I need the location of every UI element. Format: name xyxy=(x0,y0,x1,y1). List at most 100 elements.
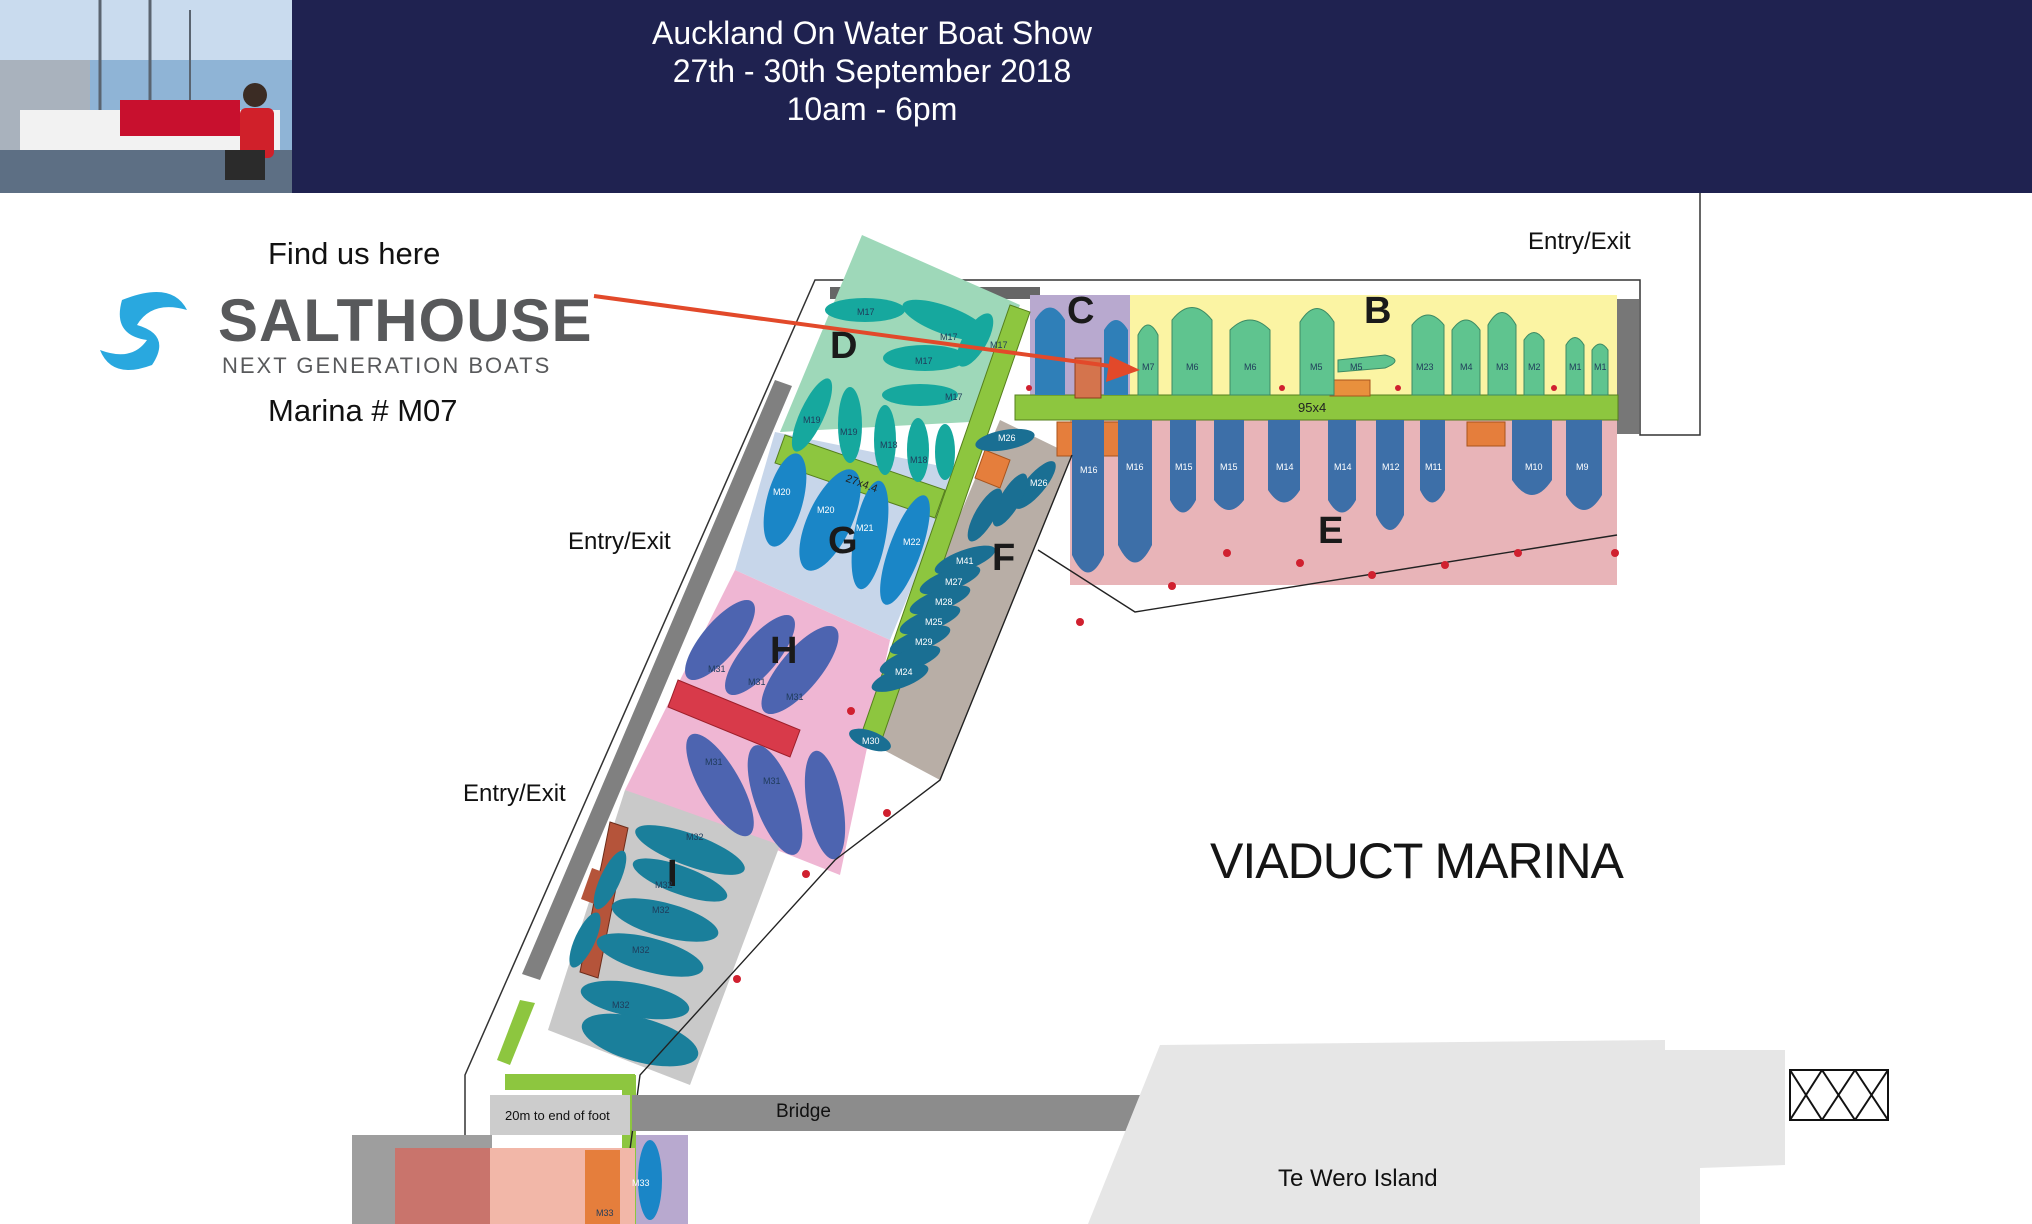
berth-label: M14 xyxy=(1334,462,1352,472)
section-f-label: F xyxy=(992,537,1016,579)
berth-label: M9 xyxy=(1576,462,1589,472)
berth-label: M17 xyxy=(857,307,875,317)
header-banner: Auckland On Water Boat Show 27th - 30th … xyxy=(0,0,2032,193)
g-pier xyxy=(774,434,946,519)
berths-f xyxy=(849,428,1056,752)
berth-label: M24 xyxy=(895,667,913,677)
berth-label: M33 xyxy=(596,1208,614,1218)
berth-label: M10 xyxy=(1525,462,1543,472)
berth-label: M19 xyxy=(840,427,858,437)
lifting-bridge xyxy=(1789,1069,1889,1121)
berth-label: M6 xyxy=(1244,362,1257,372)
berth-label: M31 xyxy=(705,757,723,767)
berth-label: M32 xyxy=(652,905,670,915)
foot-area xyxy=(490,1095,630,1135)
berth-label: M16 xyxy=(1126,462,1144,472)
marina-name-label: VIADUCT MARINA xyxy=(1210,833,1624,889)
walkway-strip xyxy=(522,380,792,980)
berth-label: M17 xyxy=(990,340,1008,350)
berth-label: M20 xyxy=(773,487,791,497)
m26-pontoon xyxy=(974,449,1011,489)
berth-label: M31 xyxy=(786,692,804,702)
berth-label: M12 xyxy=(1382,462,1400,472)
buoys xyxy=(733,385,1619,983)
berth-label: M7 xyxy=(1142,362,1155,372)
main-pier xyxy=(1014,394,1619,421)
berth-label: M17 xyxy=(915,356,933,366)
marina-line xyxy=(1037,534,1618,613)
zone-d xyxy=(780,235,1020,432)
berth-label: M2 xyxy=(1528,362,1541,372)
berth-label: M5 xyxy=(1350,362,1363,372)
boat-show-photo xyxy=(0,0,292,193)
berth-label: M6 xyxy=(1186,362,1199,372)
section-c-label: C xyxy=(1067,290,1095,332)
lower-walk xyxy=(497,1000,535,1065)
berth-label: M26 xyxy=(1030,478,1048,488)
right-walkway xyxy=(1617,299,1639,434)
lower-pontoon xyxy=(585,1150,620,1224)
salthouse-logo-icon xyxy=(100,292,187,370)
berth-label: M32 xyxy=(686,832,704,842)
berth-label: M20 xyxy=(817,505,835,515)
locator-arrow xyxy=(593,294,1111,368)
berths-g xyxy=(763,453,930,605)
island-label: Te Wero Island xyxy=(1278,1165,1438,1192)
berth-label: M16 xyxy=(1080,465,1098,475)
berth-label: M29 xyxy=(915,637,933,647)
berth-label: M27 xyxy=(945,577,963,587)
lower-walk-2 xyxy=(505,1074,635,1090)
entry-exit-label-middle: Entry/Exit xyxy=(568,528,671,555)
berth-label: M18 xyxy=(880,440,898,450)
foot-distance-label: 20m to end of foot xyxy=(505,1108,610,1123)
section-i-label: I xyxy=(667,853,678,895)
bridge xyxy=(632,1095,1142,1131)
section-g-label: G xyxy=(828,520,858,562)
berth-label: M11 xyxy=(1425,462,1442,472)
berth-label: M31 xyxy=(748,677,766,687)
event-hours: 10am - 6pm xyxy=(786,91,958,127)
entry-exit-label-top: Entry/Exit xyxy=(1528,228,1631,255)
berth-label: M15 xyxy=(1220,462,1238,472)
marina-map xyxy=(352,193,1889,1224)
arrow-head xyxy=(1106,356,1140,382)
bridge-label: Bridge xyxy=(776,1101,831,1122)
find-us-label: Find us here xyxy=(268,236,441,271)
berth-label: M3 xyxy=(1496,362,1509,372)
entry-exit-label-lower: Entry/Exit xyxy=(463,780,566,807)
te-wero-island xyxy=(1088,1040,1785,1224)
berth-label: M4 xyxy=(1460,362,1473,372)
berth-label: M18 xyxy=(910,455,928,465)
berth-label: M1 xyxy=(1569,362,1582,372)
berths-i xyxy=(569,825,745,1067)
main-pier-label: 95x4 xyxy=(1298,400,1327,415)
berth-label: M31 xyxy=(763,776,781,786)
m10-pontoon xyxy=(1466,421,1506,447)
berth-label: M32 xyxy=(612,1000,630,1010)
section-h-label: H xyxy=(770,630,798,672)
berth-label: M19 xyxy=(803,415,821,425)
berth-label: M1 xyxy=(1594,362,1607,372)
section-b-label: B xyxy=(1364,290,1392,332)
brand-name: SALTHOUSE xyxy=(218,287,593,354)
brand-tagline: NEXT GENERATION BOATS xyxy=(222,353,552,378)
berth-label: M32 xyxy=(655,880,673,890)
berth-label: M41 xyxy=(956,556,974,566)
berth-label: M22 xyxy=(903,537,921,547)
berth-label: M17 xyxy=(945,392,963,402)
section-d-label: D xyxy=(830,325,858,367)
berths-e xyxy=(1072,420,1602,573)
m31-pontoon xyxy=(667,679,801,758)
berth-label: M5 xyxy=(1310,362,1323,372)
berth-label: M23 xyxy=(1416,362,1434,372)
berths-d xyxy=(791,298,994,482)
m5-pontoon xyxy=(1329,379,1371,397)
section-e-label: E xyxy=(1318,510,1344,552)
event-title: Auckland On Water Boat Show xyxy=(652,15,1092,51)
berth-label: M32 xyxy=(632,945,650,955)
berth-label: M17 xyxy=(940,332,958,342)
berth-label: M21 xyxy=(856,523,874,533)
marina-number-label: Marina # M07 xyxy=(268,393,458,428)
berth-label: M25 xyxy=(925,617,943,627)
berth-label: M33 xyxy=(632,1178,650,1188)
